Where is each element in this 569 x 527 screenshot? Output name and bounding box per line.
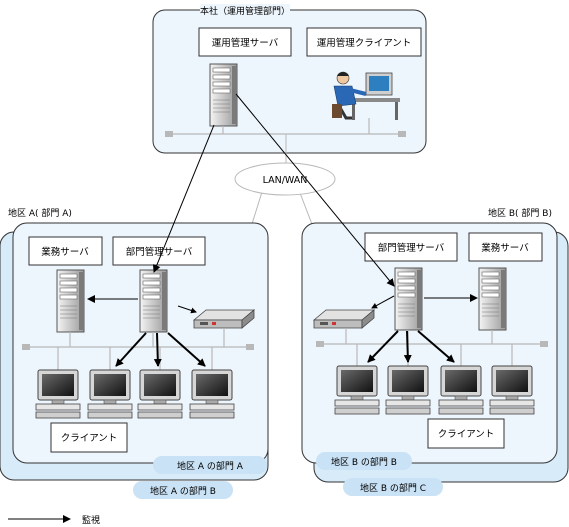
region-b-dept-server-label: 部門管理サーバ xyxy=(378,242,445,254)
region-b-panel: 地区 B( 部門 B) 部門管理サーバ 業務サーバ クライアント 地区 B の部… xyxy=(301,207,569,496)
monitor-arrow-b-pc-3 xyxy=(417,330,455,363)
region-a-dept-b-label: 地区 A の部門 B xyxy=(150,485,216,497)
region-b-dept-c-tag xyxy=(343,478,443,496)
ops-client-label-box xyxy=(306,27,422,57)
ops-server-label: 運用管理サーバ xyxy=(212,37,279,49)
monitor-arrow-b-pc-1 xyxy=(367,330,399,363)
monitor-arrow-hq-to-b xyxy=(235,93,395,287)
region-a-client-label: クライアント xyxy=(61,433,118,444)
monitor-arrow-a-pc-2 xyxy=(115,332,147,367)
monitoring-arrows xyxy=(87,93,478,367)
region-b-router-icon xyxy=(313,309,375,329)
lan-wan-cloud: LAN/WAN xyxy=(234,162,336,196)
region-a-business-server-icon xyxy=(56,269,85,333)
region-b-dept-b-tag xyxy=(316,452,412,470)
region-b-dept-server-icon xyxy=(394,267,423,331)
region-b-client-label: クライアント xyxy=(438,429,495,440)
ops-server-label-box xyxy=(198,27,292,57)
hq-lan-bus xyxy=(165,118,406,137)
region-b-title: 地区 B( 部門 B) xyxy=(488,207,552,219)
region-a-dept-server-icon xyxy=(139,269,168,333)
legend-monitor-label: 監視 xyxy=(82,514,100,526)
hq-title: 本社（運用管理部門） xyxy=(200,5,290,17)
monitor-arrow-b-router xyxy=(371,295,395,309)
ops-client-workstation-icon xyxy=(332,71,400,120)
region-a-dept-server-label: 部門管理サーバ xyxy=(126,246,193,258)
region-b-business-server-label: 業務サーバ xyxy=(481,242,529,254)
lan-wan-label: LAN/WAN xyxy=(263,175,308,186)
region-a-router-icon xyxy=(193,309,255,329)
region-b-business-server-icon xyxy=(478,267,507,331)
region-a-dept-b-tag xyxy=(133,481,233,499)
legend: 監視 xyxy=(8,514,100,526)
monitor-arrow-a-pc-3 xyxy=(153,332,162,367)
hq-panel: 本社（運用管理部門） 運用管理サーバ 運用管理クライアント xyxy=(152,4,427,154)
monitor-arrow-b-pc-2 xyxy=(403,330,412,363)
region-a-title: 地区 A( 部門 A) xyxy=(8,207,72,219)
region-a-business-server-label: 業務サーバ xyxy=(41,246,89,258)
region-a-dept-a-tag xyxy=(153,456,267,474)
ops-server-icon xyxy=(209,63,238,127)
hq-title-bg xyxy=(200,4,290,17)
monitor-arrow-a-pc-4 xyxy=(167,332,206,367)
region-b-dept-c-label: 地区 B の部門 C xyxy=(360,482,426,494)
region-a-dept-a-label: 地区 A の部門 A xyxy=(177,460,244,472)
region-b-dept-b-label: 地区 B の部門 B xyxy=(331,456,397,468)
region-a-panel: 地区 A( 部門 A) 業務サーバ 部門管理サーバ クライアント 地区 A の部… xyxy=(0,207,269,499)
monitor-arrow-a-router xyxy=(177,305,197,314)
monitor-arrow-hq-to-a xyxy=(152,124,215,273)
ops-client-label: 運用管理クライアント xyxy=(317,37,412,49)
